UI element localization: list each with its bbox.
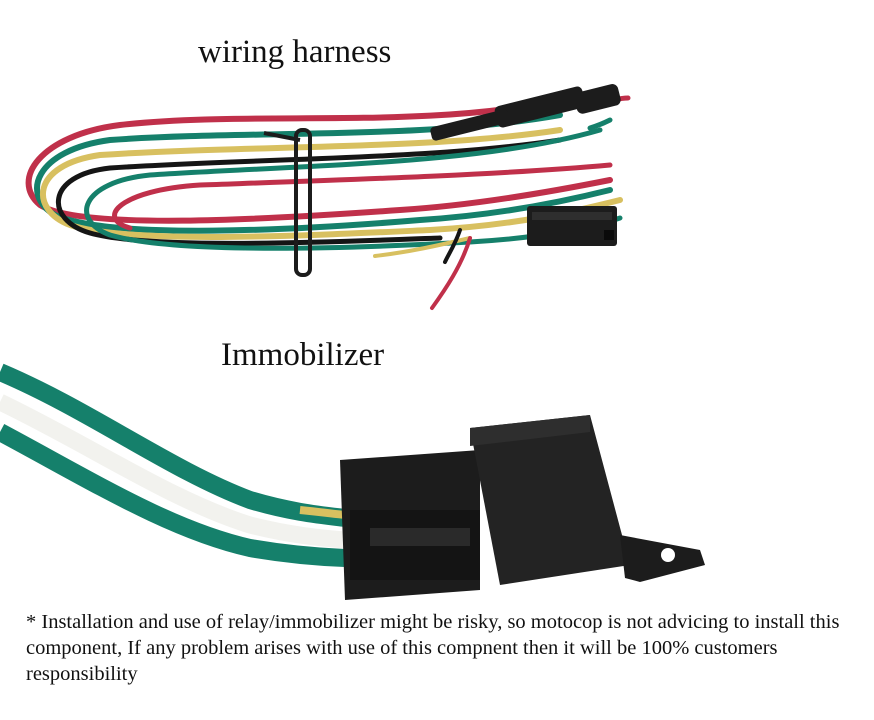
red-wire-tail [430, 236, 472, 310]
fuse-holder [430, 84, 621, 141]
relay-immobilizer-image [0, 363, 705, 600]
wiring-harness-image [25, 84, 631, 310]
yellow-wire [299, 506, 346, 519]
white-wire [0, 394, 346, 549]
immobilizer-title: Immobilizer [221, 337, 385, 373]
black-wire-loop [55, 137, 563, 246]
yellow-wire-tail [373, 236, 472, 258]
green-wire-lower [0, 424, 346, 567]
harness-title: wiring harness [198, 34, 392, 70]
disclaimer-note: * Installation and use of relay/immobili… [26, 611, 840, 685]
mounting-tab [620, 535, 705, 582]
red-wire-loop-2 [112, 162, 613, 231]
relay-body [340, 415, 630, 600]
green-wire-loop-2 [84, 127, 623, 251]
cable-tie [263, 128, 312, 277]
connector-plug [527, 206, 617, 246]
black-wire-tail [443, 228, 462, 264]
green-wire-top [587, 117, 613, 131]
